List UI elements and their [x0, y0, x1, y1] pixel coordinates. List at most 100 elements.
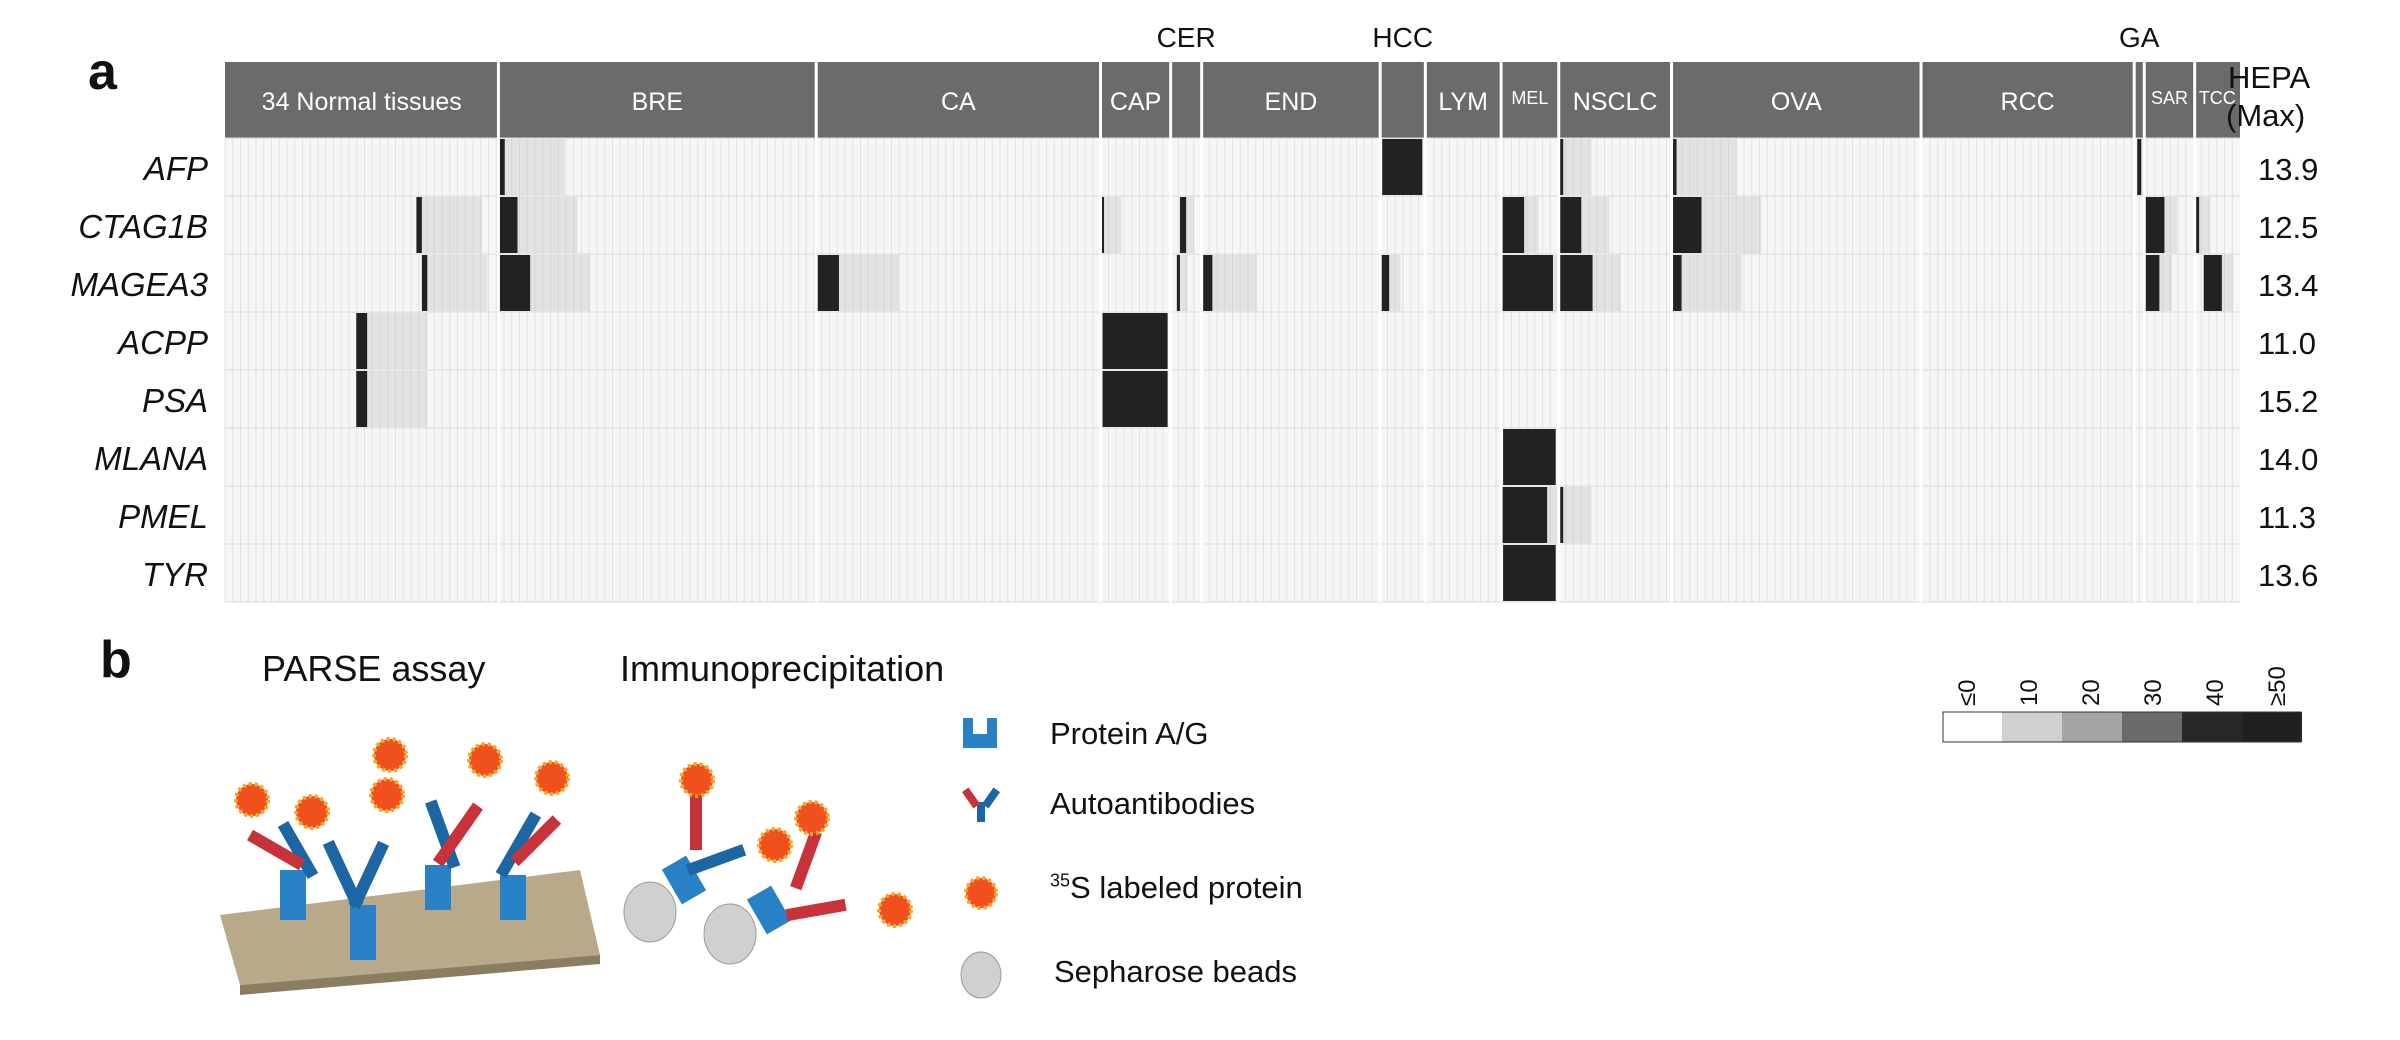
high-expression-cell: [2203, 255, 2222, 311]
group-label-rcc: RCC: [2000, 88, 2055, 116]
assay-illustration: [220, 737, 913, 995]
expression-gradient: [2159, 255, 2172, 311]
scale-tick-label: 10: [2016, 679, 2043, 706]
expression-gradient: [367, 371, 428, 427]
group-label-cer: CER: [1156, 22, 1216, 53]
gene-label: PSA: [141, 382, 208, 419]
plate-antibody-1: [234, 782, 319, 920]
scale-segment: [2002, 712, 2063, 742]
high-expression-cell: [1671, 139, 1677, 195]
high-expression-cell: [1201, 255, 1213, 311]
ip-complex-2: [703, 800, 913, 965]
gene-label: MLANA: [94, 440, 208, 477]
expression-gradient: [1179, 255, 1188, 311]
max-value: 15.2: [2258, 384, 2319, 419]
expression-gradient: [2164, 197, 2178, 253]
gene-label: ACPP: [118, 324, 208, 361]
max-value: 13.9: [2258, 152, 2319, 187]
expression-gradient: [1676, 139, 1737, 195]
group-label-nsclc: NSCLC: [1572, 88, 1658, 116]
expression-gradient: [427, 255, 488, 311]
color-scale-bar: [1942, 711, 2302, 743]
high-expression-cell: [1671, 255, 1682, 311]
high-expression-cell: [1380, 255, 1390, 311]
scale-tick-label: ≤0: [1954, 679, 1981, 706]
plate-antibody-4: [495, 760, 570, 920]
high-expression-cell: [1179, 197, 1187, 253]
group-label-tcc: TCC: [2198, 88, 2236, 108]
scale-segment: [2182, 712, 2243, 742]
high-expression-cell: [1503, 545, 1556, 601]
high-expression-cell: [1382, 139, 1423, 195]
labeled-protein-text: S labeled protein: [1070, 870, 1303, 905]
high-expression-cell: [1558, 197, 1582, 253]
high-expression-cell: [416, 197, 422, 253]
high-expression-cell: [1100, 197, 1105, 253]
high-expression-cell: [816, 255, 839, 311]
expression-gradient: [367, 313, 428, 369]
parse-assay-title: PARSE assay: [262, 648, 486, 689]
group-label-bre: BRE: [631, 88, 683, 116]
scale-tick-label: 20: [2078, 679, 2105, 706]
high-expression-cell: [421, 255, 428, 311]
high-expression-cell: [1102, 371, 1168, 427]
group-label-lym: LYM: [1438, 88, 1488, 116]
high-expression-cell: [2137, 139, 2142, 195]
expression-gradient: [1212, 255, 1258, 311]
scale-tick-label: 40: [2202, 679, 2229, 706]
group-header-bar: [225, 62, 2240, 138]
expression-gradient: [1563, 487, 1592, 543]
scale-tick-label: ≥50: [2264, 666, 2291, 706]
high-expression-cell: [356, 313, 368, 369]
legend-labeled-protein: 35S labeled protein: [1050, 870, 1303, 906]
gene-label: AFP: [143, 150, 208, 187]
isotope-superscript: 35: [1050, 870, 1071, 891]
high-expression-cell: [1501, 487, 1548, 543]
expression-gradient: [838, 255, 899, 311]
scale-segment: [2122, 712, 2183, 742]
high-expression-cell: [1501, 255, 1553, 311]
high-expression-cell: [1558, 139, 1564, 195]
panel-a-label: a: [88, 43, 117, 101]
expression-gradient: [421, 197, 482, 253]
group-label-34-normal-tissues: 34 Normal tissues: [261, 88, 462, 116]
max-value: 12.5: [2258, 210, 2319, 245]
legend-sepharose: Sepharose beads: [1054, 954, 1298, 989]
legend-icons: [960, 718, 1002, 999]
max-header-line2: (Max): [2226, 98, 2306, 133]
expression-gradient: [1701, 197, 1762, 253]
expression-gradient: [1592, 255, 1621, 311]
panel-b-label: b: [100, 631, 132, 689]
legend-protein-ag: Protein A/G: [1050, 716, 1209, 751]
expression-gradient: [1389, 255, 1401, 311]
max-value: 13.4: [2258, 268, 2319, 303]
gene-label: MAGEA3: [70, 266, 208, 303]
high-expression-cell: [498, 197, 518, 253]
group-label-cap: CAP: [1109, 88, 1162, 116]
high-expression-cell: [498, 139, 505, 195]
gene-label: PMEL: [118, 498, 208, 535]
high-expression-cell: [2144, 197, 2165, 253]
expression-gradient: [1563, 139, 1592, 195]
gene-label: TYR: [142, 556, 208, 593]
plate-antibody-2: [294, 777, 405, 960]
plate-edge: [240, 955, 600, 995]
high-expression-cell: [1558, 255, 1593, 311]
high-expression-cell: [1558, 487, 1564, 543]
expression-gradient: [1104, 197, 1122, 253]
expression-gradient: [2221, 255, 2234, 311]
high-expression-cell: [2144, 255, 2160, 311]
max-value: 13.6: [2258, 558, 2319, 593]
max-value: 11.0: [2258, 326, 2317, 361]
group-label-ova: OVA: [1770, 88, 1822, 116]
scale-segment: [2062, 712, 2123, 742]
high-expression-cell: [1671, 197, 1702, 253]
group-label-sar: SAR: [2150, 88, 2188, 108]
max-header-line1: HEPA: [2228, 60, 2311, 95]
expression-heatmap: [224, 62, 2240, 603]
sepharose-bead-icon: [960, 951, 1002, 999]
expression-gradient: [2141, 139, 2144, 195]
high-expression-cell: [1176, 255, 1180, 311]
group-label-hcc: HCC: [1372, 22, 1434, 53]
max-value: 11.3: [2258, 500, 2317, 535]
